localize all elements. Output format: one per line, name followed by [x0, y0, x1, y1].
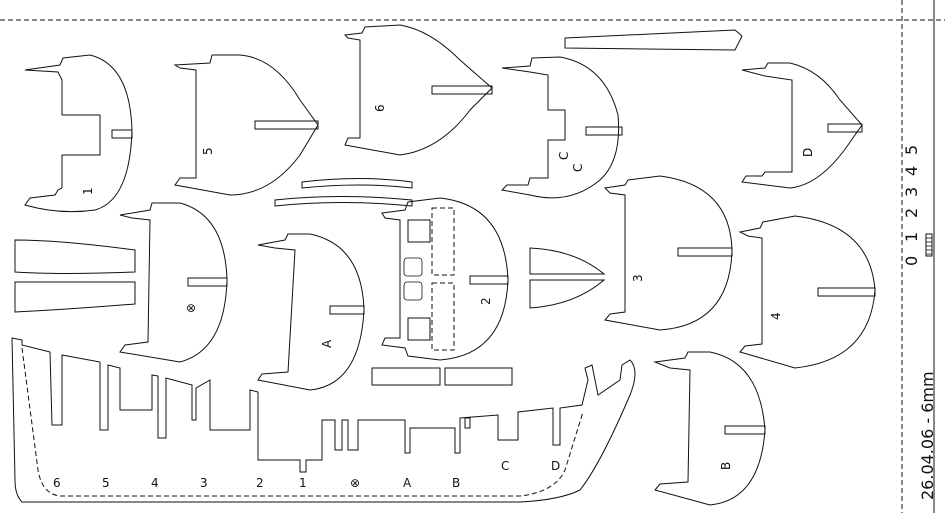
keel-station-2: 2 [256, 476, 264, 490]
frame-b: B [653, 351, 766, 506]
frame-a-label: A [320, 339, 334, 348]
frame-b-label: B [719, 462, 733, 470]
deck-strip-top [564, 29, 743, 51]
frame-x-label: ⊗ [186, 301, 196, 315]
frame-c-label-2: C [571, 164, 585, 172]
frame-1-label: 1 [81, 187, 95, 195]
frame-5: 5 [173, 54, 319, 196]
plank-2 [444, 367, 513, 386]
ruler-number-3: 3 [902, 187, 921, 197]
frame-5-label: 5 [201, 147, 215, 155]
frame-2: 2 [381, 197, 509, 361]
transom-left-bottom [14, 281, 136, 313]
frame-d: D [741, 62, 863, 189]
transom-left-top [14, 239, 136, 274]
frame-1: 1 [24, 54, 133, 213]
frame-6-label: 6 [373, 104, 387, 112]
frame-2-label: 2 [479, 297, 493, 305]
keel-station-5: 5 [102, 476, 110, 490]
ruler-number-2: 2 [902, 208, 921, 218]
frame-x: ⊗ [119, 202, 228, 363]
frame-d-label: D [801, 148, 815, 157]
bulwark-strip-2 [274, 196, 413, 207]
keel-station-a: A [403, 476, 412, 490]
frame-3-label: 3 [631, 274, 645, 282]
keel-station-4: 4 [151, 476, 159, 490]
ruler-number-5: 5 [902, 145, 921, 155]
ruler-number-4: 4 [902, 166, 921, 176]
keel-station-1: 1 [299, 476, 307, 490]
frame-4-label: 4 [769, 312, 783, 320]
frame-4: 4 [738, 215, 876, 369]
keel-station-b: B [452, 476, 460, 490]
frame-a: A [257, 233, 365, 391]
keel-station-x: ⊗ [350, 476, 360, 490]
keel-station-3: 3 [200, 476, 208, 490]
frame-6: 6 [343, 24, 493, 156]
ruler-number-1: 1 [902, 232, 921, 242]
keel-backbone [11, 337, 636, 503]
frame-c-label: C [557, 152, 571, 160]
plank-1 [371, 367, 441, 386]
date-thickness-label: 26.04.06 - 6mm [918, 371, 937, 500]
keel-station-c: C [501, 459, 509, 473]
bulwark-strip-1 [301, 178, 413, 189]
frame-c: C C [500, 56, 623, 199]
keel-station-d: D [551, 459, 560, 473]
bow-piece-top [529, 247, 606, 275]
ruler-number-0: 0 [902, 256, 921, 266]
keel-station-6: 6 [53, 476, 61, 490]
scale-ruler [925, 233, 933, 257]
bow-piece-bottom [529, 279, 606, 309]
frame-3: 3 [603, 175, 733, 331]
